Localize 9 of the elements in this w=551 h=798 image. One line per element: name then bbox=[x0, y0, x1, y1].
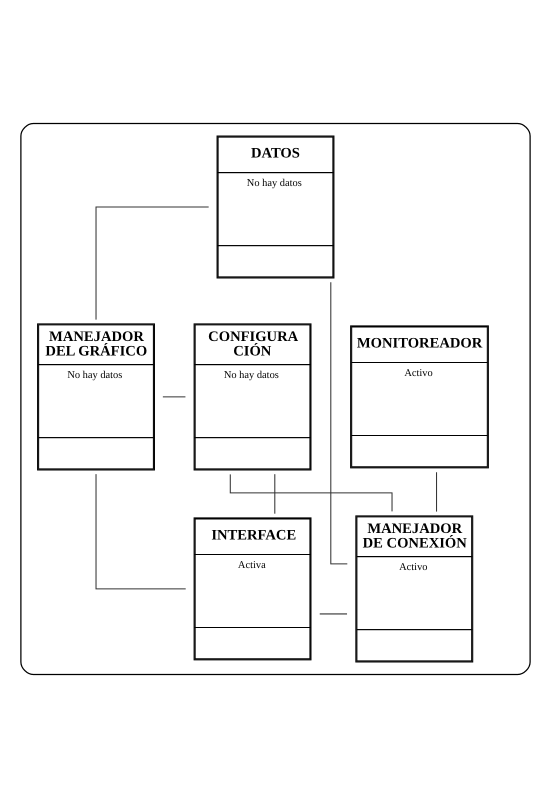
connector bbox=[96, 206, 209, 320]
cluster bbox=[20, 122, 531, 676]
connector bbox=[274, 474, 276, 514]
connector bbox=[162, 396, 186, 398]
connector bbox=[330, 282, 348, 564]
connector bbox=[230, 474, 393, 512]
connector bbox=[320, 613, 348, 614]
connector bbox=[96, 474, 186, 590]
connector bbox=[436, 472, 438, 512]
